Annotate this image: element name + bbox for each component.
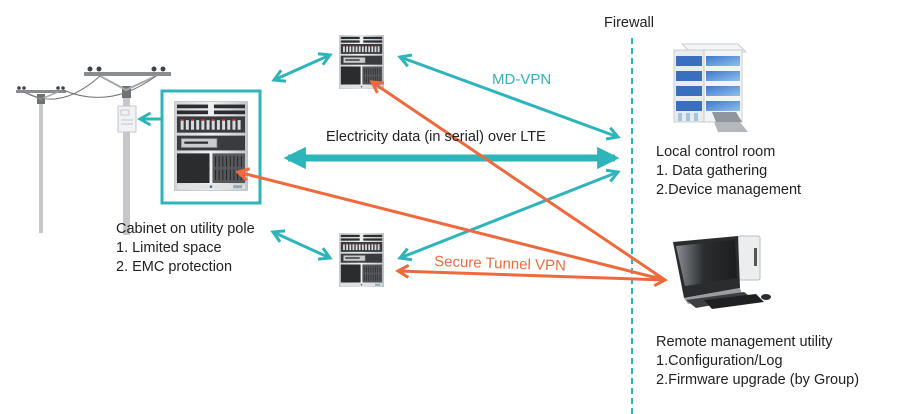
cabinet-on-utility-pole [160, 89, 262, 205]
utility-pole-icon [16, 66, 171, 235]
md-vpn-link [397, 53, 621, 141]
cabinet-item-1: 1. Limited space [116, 240, 222, 256]
remote-to-cabinet-link [235, 167, 666, 282]
md-vpn-label: MD-VPN [492, 71, 551, 88]
desktop-computer-icon [673, 235, 771, 309]
office-building-icon [673, 43, 748, 132]
cabinet-title: Cabinet on utility pole [116, 221, 255, 237]
control-room-item-1: 1. Data gathering [656, 163, 767, 179]
secure-tunnel-label: Secure Tunnel VPN [434, 253, 566, 275]
remote-utility-item-1: 1.Configuration/Log [656, 353, 783, 369]
server-rack-icon [174, 101, 248, 191]
cabinet-to-gateway-bottom-link [270, 229, 333, 261]
remote-utility-title: Remote management utility [656, 334, 833, 350]
control-room-title: Local control room [656, 144, 775, 160]
gateway-bottom-server-icon [339, 233, 384, 287]
gateway-bottom-to-control-room-link [397, 168, 621, 262]
secure-tunnel-link [394, 264, 669, 287]
remote-to-gateway-top-link [369, 80, 666, 282]
cabinet-to-gateway-top-link [271, 52, 333, 83]
remote-utility-item-2: 2.Firmware upgrade (by Group) [656, 372, 859, 388]
control-room-item-2: 2.Device management [656, 182, 801, 198]
cabinet-highlight-frame [160, 89, 262, 205]
lte-label: Electricity data (in serial) over LTE [326, 129, 546, 145]
gateway-top-server-icon [339, 35, 384, 89]
cabinet-item-2: 2. EMC protection [116, 259, 232, 275]
firewall-label: Firewall [604, 15, 654, 31]
